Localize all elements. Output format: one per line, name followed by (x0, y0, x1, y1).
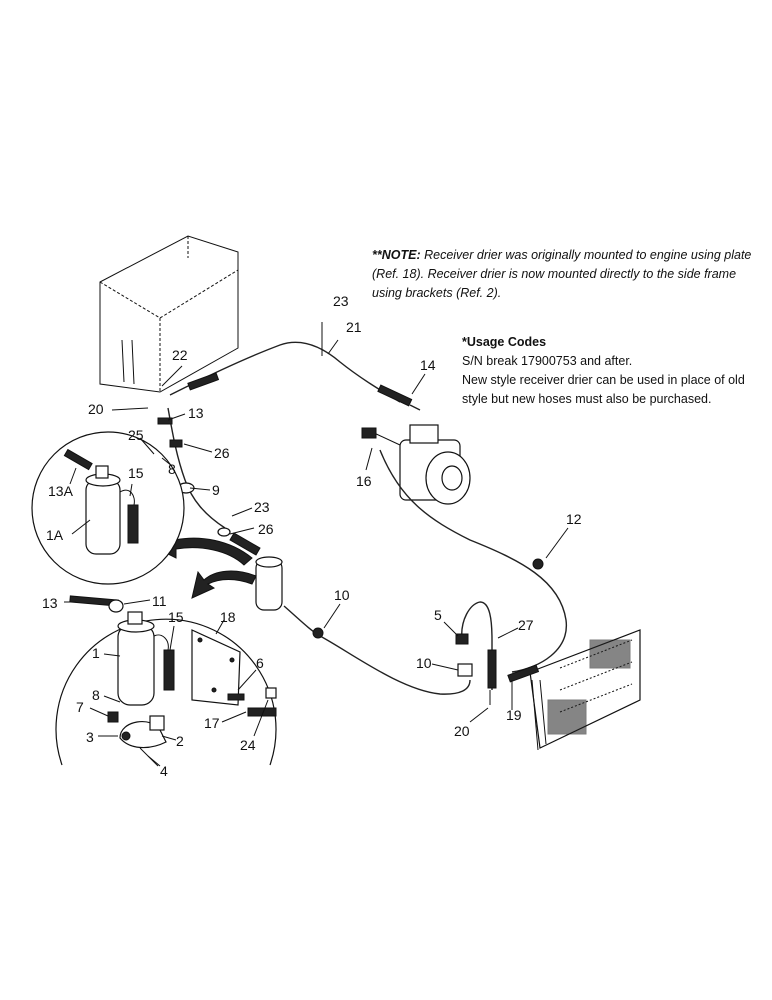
callout-20b: 20 (454, 723, 470, 739)
callout-26: 26 (214, 445, 230, 461)
callout-13A: 13A (48, 483, 74, 499)
callout-20: 20 (88, 401, 104, 417)
hose-10 (283, 605, 473, 695)
usage-line-compat: New style receiver drier can be used in … (462, 373, 745, 406)
compressor (361, 424, 471, 505)
callout-3: 3 (86, 729, 94, 745)
cab-housing (99, 235, 239, 393)
callout-27: 27 (518, 617, 534, 633)
callout-12: 12 (566, 511, 582, 527)
hose-12 (379, 449, 567, 673)
callout-1A: 1A (46, 527, 64, 543)
callout-15b: 15 (168, 609, 184, 625)
callout-23: 23 (333, 293, 349, 309)
callout-25: 25 (128, 427, 144, 443)
condenser (507, 629, 641, 751)
receiver-drier-note: **NOTE: Receiver drier was originally mo… (372, 246, 764, 303)
callout-15: 15 (128, 465, 144, 481)
callout-13: 13 (188, 405, 204, 421)
receiver-drier-center (217, 527, 283, 611)
callout-19: 19 (506, 707, 522, 723)
usage-codes-title: *Usage Codes (462, 335, 547, 349)
callout-labels: 23 21 22 20 13 25 26 8 9 14 16 13A 15 1A… (42, 293, 582, 779)
callout-5: 5 (434, 607, 442, 623)
callout-24: 24 (240, 737, 256, 753)
callout-21: 21 (346, 319, 362, 335)
inset-circle-1a (31, 431, 185, 585)
callout-10b: 10 (416, 655, 432, 671)
callout-8b: 8 (92, 687, 100, 703)
callout-26b: 26 (258, 521, 274, 537)
callout-14: 14 (420, 357, 436, 373)
hose-5 (455, 601, 497, 705)
note-prefix: **NOTE: (372, 248, 421, 262)
callout-10: 10 (334, 587, 350, 603)
callout-16: 16 (356, 473, 372, 489)
leader-lines (64, 322, 569, 767)
usage-line-serial: S/N break 17900753 and after. (462, 354, 633, 368)
callout-4: 4 (160, 763, 168, 779)
callout-17: 17 (204, 715, 220, 731)
callout-18: 18 (220, 609, 236, 625)
hose-14 (169, 341, 421, 411)
note-text: Receiver drier was originally mounted to… (372, 248, 752, 300)
usage-codes: *Usage Codes S/N break 17900753 and afte… (462, 333, 762, 409)
callout-13b: 13 (42, 595, 58, 611)
callout-8: 8 (168, 461, 176, 477)
callout-2: 2 (176, 733, 184, 749)
callout-11: 11 (152, 593, 167, 609)
inset-circle-lower (55, 595, 277, 767)
callout-6: 6 (256, 655, 264, 671)
callout-9: 9 (212, 482, 220, 498)
callout-22: 22 (172, 347, 188, 363)
callout-7: 7 (76, 699, 84, 715)
callout-1: 1 (92, 645, 100, 661)
callout-23b: 23 (254, 499, 270, 515)
